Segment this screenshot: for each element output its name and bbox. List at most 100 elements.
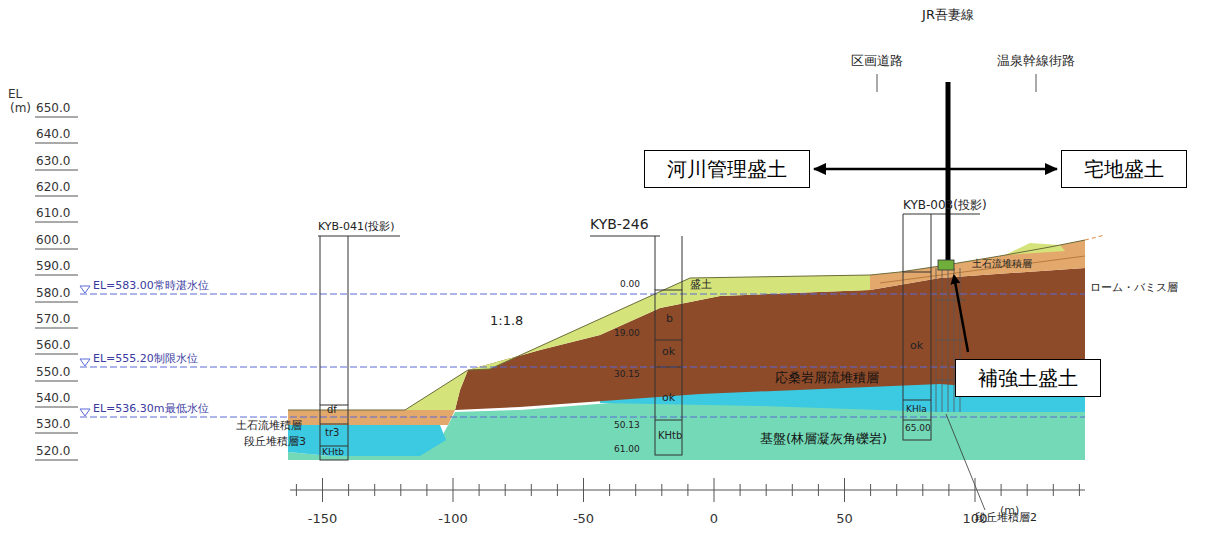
railway-block [938, 260, 954, 270]
slope-ratio: 1:1.8 [490, 314, 523, 329]
axis-unit: (m) [10, 102, 31, 116]
ground-extension [1085, 235, 1105, 240]
layer-name: 基盤(林層凝灰角礫岩) [760, 432, 887, 447]
tick-mark [922, 484, 923, 496]
layer-name: 盛土 [690, 279, 712, 292]
tick-mark [348, 484, 349, 496]
road-name: 温泉幹線街路 [997, 54, 1075, 69]
callout-text: 宅地盛土 [1084, 157, 1164, 181]
unit-code: df [327, 404, 337, 416]
tick-mark [1079, 484, 1080, 496]
tick-label: 600.0 [36, 234, 70, 248]
unit-code: ok [662, 346, 675, 359]
tick-label: 610.0 [36, 207, 70, 221]
water-symbols [80, 286, 90, 416]
tick-label: 620.0 [36, 181, 70, 195]
tick-mark [531, 484, 532, 496]
tick-mark [322, 478, 323, 502]
tick-label: 630.0 [36, 155, 70, 169]
unit-code: KHtb [658, 430, 682, 442]
unit-code: tr3 [325, 427, 339, 439]
borehole-name: KYB-246 [590, 216, 649, 232]
tick-label: 640.0 [36, 128, 70, 142]
callout-box: 補強土盛土 [955, 359, 1101, 397]
layer-name: 土石流堆積層 [236, 420, 302, 433]
tick-mark [374, 484, 375, 496]
tick-label: -50 [573, 512, 594, 527]
tick-label: 570.0 [36, 313, 70, 327]
tick-mark [975, 478, 976, 502]
fill-soil [405, 275, 870, 410]
tick-label: 540.0 [36, 392, 70, 406]
borehole-name: KYB-003(投影) [903, 199, 987, 213]
tick-mark [635, 484, 636, 496]
tick-label: 580.0 [36, 287, 70, 301]
y-axis [35, 117, 78, 460]
layer-name: 段丘堆積層2 [975, 512, 1037, 525]
tick-mark [479, 484, 480, 496]
callout-arrow [954, 276, 968, 352]
tick-label: 530.0 [36, 418, 70, 432]
tick-mark [1053, 484, 1054, 496]
tick-label: 520.0 [36, 445, 70, 459]
tick-label: 650.0 [36, 102, 70, 116]
borehole-name: KYB-041(投影) [318, 221, 395, 234]
tick-label: 550.0 [36, 366, 70, 380]
tick-label: 0 [710, 512, 718, 527]
water-level: EL=583.00常時湛水位 [93, 280, 209, 293]
road-name: 区画道路 [851, 54, 903, 69]
tick-mark [1027, 484, 1028, 496]
unit-code: KHtb [322, 447, 344, 457]
axis-title: EL [8, 88, 22, 102]
tick-mark [766, 484, 767, 496]
callout-text: 補強土盛土 [978, 366, 1078, 390]
depth-value: 50.13 [614, 420, 640, 430]
railway-name: JR吾妻線 [922, 8, 974, 23]
tick-mark [1001, 484, 1002, 496]
debris-right [870, 240, 1085, 290]
tick-mark [740, 484, 741, 496]
depth-value: 0.00 [620, 279, 640, 289]
tick-label: 560.0 [36, 339, 70, 353]
layer-name: 段丘堆積層3 [244, 436, 306, 449]
layer-name: 土石流堆積層 [972, 258, 1032, 270]
tick-mark [453, 478, 454, 502]
callout-text: 河川管理盛土 [667, 157, 787, 181]
unit-code: KHla [906, 404, 927, 414]
tick-mark [661, 484, 662, 496]
callout-box: 河川管理盛土 [644, 150, 810, 188]
leader-line [946, 414, 985, 510]
depth-value: 65.00 [905, 423, 931, 433]
tick-label: 590.0 [36, 260, 70, 274]
water-level: EL=555.20制限水位 [93, 353, 198, 366]
unit-code: ok [662, 392, 675, 405]
tick-mark [818, 484, 819, 496]
tick-mark [896, 484, 897, 496]
terrace-3 [288, 425, 446, 456]
unit-code: ok [910, 340, 923, 353]
tick-mark [870, 484, 871, 496]
tick-label: -100 [438, 512, 468, 527]
tick-mark [296, 484, 297, 496]
callout-box: 宅地盛土 [1061, 150, 1187, 188]
loam-boundary [880, 256, 1085, 283]
depth-value: 30.15 [614, 369, 640, 379]
depth-value: 61.00 [614, 444, 640, 454]
double-arrow [814, 168, 1057, 171]
depth-value: 19.00 [614, 328, 640, 338]
layer-name: ローム・バミス層 [1090, 282, 1178, 295]
tick-mark [792, 484, 793, 496]
water-level: EL=536.30m最低水位 [93, 403, 209, 416]
tick-label: 50 [836, 512, 853, 527]
water-levels [80, 294, 1085, 417]
tick-mark [609, 484, 610, 496]
tick-mark [557, 484, 558, 496]
unit-code: b [666, 313, 673, 326]
tick-mark [844, 478, 845, 502]
road-tick [1036, 74, 1037, 92]
tick-mark [714, 478, 715, 502]
tick-mark [948, 484, 949, 496]
x-ticks [296, 478, 1079, 502]
